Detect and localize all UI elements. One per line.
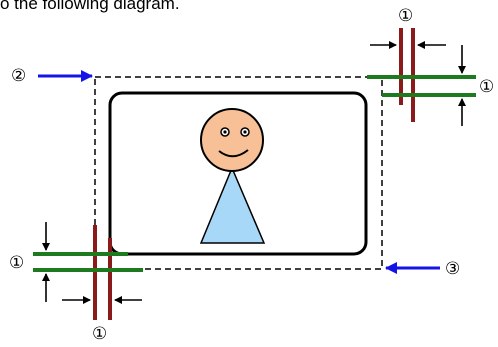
person-left-pupil bbox=[223, 130, 227, 134]
person-body bbox=[199, 166, 266, 244]
person-icon bbox=[199, 108, 266, 244]
photo-frame bbox=[108, 91, 368, 256]
label-end-corner: ③ bbox=[445, 259, 460, 279]
crop-marks-top-right bbox=[367, 28, 476, 122]
label-start-corner: ② bbox=[11, 66, 26, 86]
person-head bbox=[200, 108, 264, 172]
label-gap-left: ① bbox=[9, 253, 24, 273]
person-right-pupil bbox=[243, 130, 247, 134]
dashed-print-area bbox=[94, 76, 383, 270]
intro-text: o the following diagram. bbox=[0, 0, 180, 13]
label-gap-bottom: ① bbox=[92, 324, 107, 344]
person-smile bbox=[218, 149, 249, 158]
crop-marks-bottom-left bbox=[33, 225, 143, 320]
label-gap-top: ① bbox=[398, 6, 413, 26]
label-gap-right: ① bbox=[479, 77, 494, 97]
